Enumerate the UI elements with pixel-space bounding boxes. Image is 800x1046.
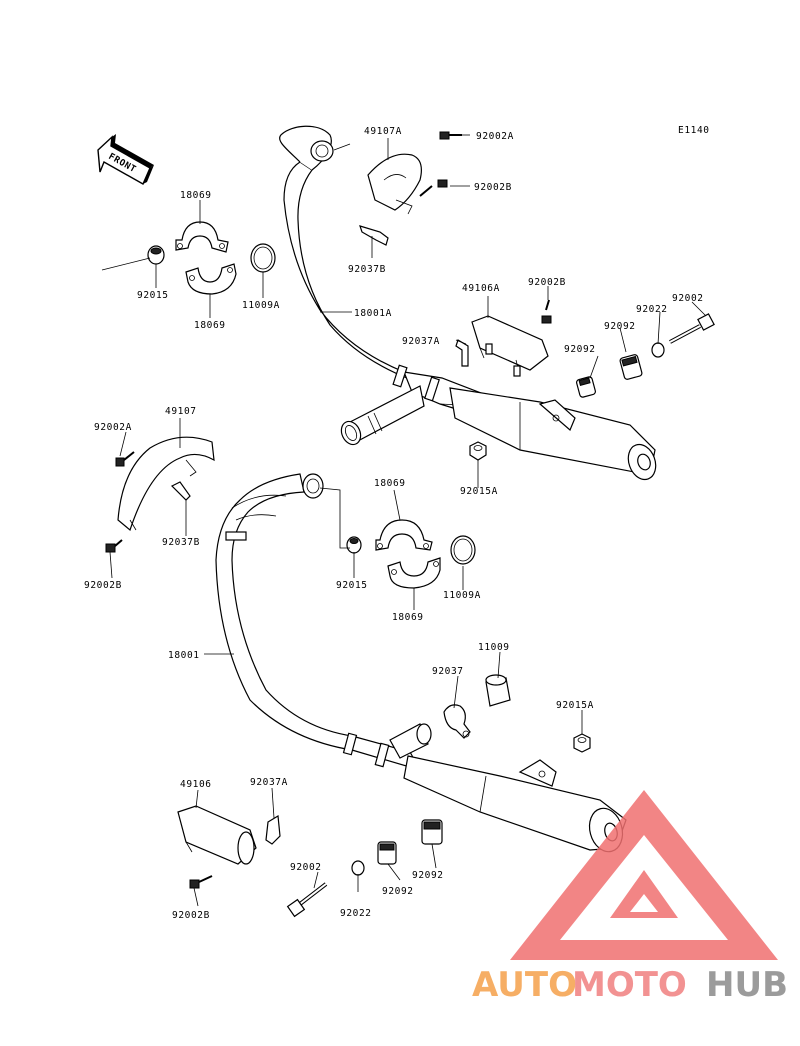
heat-shield-49107a (367, 153, 422, 215)
watermark-text-moto: MOTO (572, 965, 687, 1005)
holder-18069-upper-a (175, 221, 229, 253)
gasket-11009a-upper (250, 243, 276, 273)
label-92037a-top: 92037A (402, 336, 440, 347)
nut-92015a-lower (573, 733, 591, 753)
label-92092-low1: 92092 (382, 886, 414, 897)
collar-92015-upper (147, 245, 165, 265)
exhaust-pipe-18001 (215, 473, 432, 771)
damper-92092-upper-1 (576, 376, 596, 398)
clamp-92037a-upper (455, 339, 469, 367)
label-92015a-low: 92015A (556, 700, 594, 711)
holder-18069-lower-a (375, 519, 433, 551)
bolt-92002a-left-icon (115, 451, 135, 467)
upper-muffler (449, 387, 657, 481)
damper-92092-upper-2 (619, 354, 643, 380)
label-18069-b: 18069 (194, 320, 226, 331)
label-49106a: 49106A (462, 283, 500, 294)
label-18001: 18001 (168, 650, 200, 661)
bolt-92002-upper-icon (669, 313, 715, 344)
front-arrow-icon: FRONT (97, 134, 154, 185)
clamp-92037a-lower (265, 814, 281, 845)
holder-18069-lower-b (387, 557, 441, 589)
bolt-92002a-top-icon (439, 131, 462, 140)
bolt-92002b-left-icon (105, 539, 123, 553)
label-92002b-mid: 92002B (528, 277, 566, 288)
damper-92092-lower-1 (377, 841, 397, 865)
label-49107: 49107 (165, 406, 197, 417)
collar-92015-lower (346, 536, 362, 554)
label-18001a: 18001A (354, 308, 392, 319)
label-92002-top: 92002 (672, 293, 704, 304)
heat-shield-49106 (177, 805, 257, 865)
holder-18069-upper-b (185, 263, 237, 295)
clamp-92037 (443, 704, 471, 739)
clamp-92037b-top (359, 225, 389, 246)
label-92022-low: 92022 (340, 908, 372, 919)
bolt-92002-lower-icon (286, 882, 328, 918)
label-11009a-mid: 11009A (443, 590, 481, 601)
label-92037a-low: 92037A (250, 777, 288, 788)
label-92015a-top: 92015A (460, 486, 498, 497)
label-92092-top1: 92092 (604, 321, 636, 332)
gasket-11009a-lower (450, 535, 476, 565)
label-92002b-top: 92002B (474, 182, 512, 193)
label-92002-low: 92002 (290, 862, 322, 873)
label-92092-top2: 92092 (564, 344, 596, 355)
bolt-92002b-top-icon (419, 179, 448, 197)
label-92002b-left: 92002B (84, 580, 122, 591)
label-49106: 49106 (180, 779, 212, 790)
washer-92022-upper (651, 342, 665, 358)
label-18069-d: 18069 (392, 612, 424, 623)
diagram-code: E1140 (678, 125, 710, 136)
label-92002b-low: 92002B (172, 910, 210, 921)
label-18069-a: 18069 (180, 190, 212, 201)
label-49107a: 49107A (364, 126, 402, 137)
washer-92022-lower (351, 860, 365, 876)
heat-shield-49107 (117, 436, 215, 532)
label-11009a-top: 11009A (242, 300, 280, 311)
label-92015-mid: 92015 (336, 580, 368, 591)
label-92037b-top: 92037B (348, 264, 386, 275)
heat-shield-49106a (471, 315, 549, 377)
label-92015-top: 92015 (137, 290, 169, 301)
label-92002a-top: 92002A (476, 131, 514, 142)
bolt-92002b-mid-icon (541, 299, 552, 324)
gasket-11009 (485, 674, 511, 707)
bolt-92002b-low-icon (189, 875, 213, 889)
label-92022-top: 92022 (636, 304, 668, 315)
watermark-logo: AUTO MOTO HUB (472, 790, 788, 1005)
clamp-92037b-left (170, 481, 191, 501)
label-92037: 92037 (432, 666, 464, 677)
label-11009: 11009 (478, 642, 510, 653)
label-92092-low2: 92092 (412, 870, 444, 881)
damper-92092-lower-2 (421, 819, 443, 845)
watermark-text-auto: AUTO (472, 965, 577, 1005)
leader-lines (101, 134, 707, 907)
label-18069-c: 18069 (374, 478, 406, 489)
label-92002a-left: 92002A (94, 422, 132, 433)
watermark-text-hub: HUB (706, 965, 788, 1005)
label-92037b-left: 92037B (162, 537, 200, 548)
nut-92015a-upper (469, 441, 487, 461)
